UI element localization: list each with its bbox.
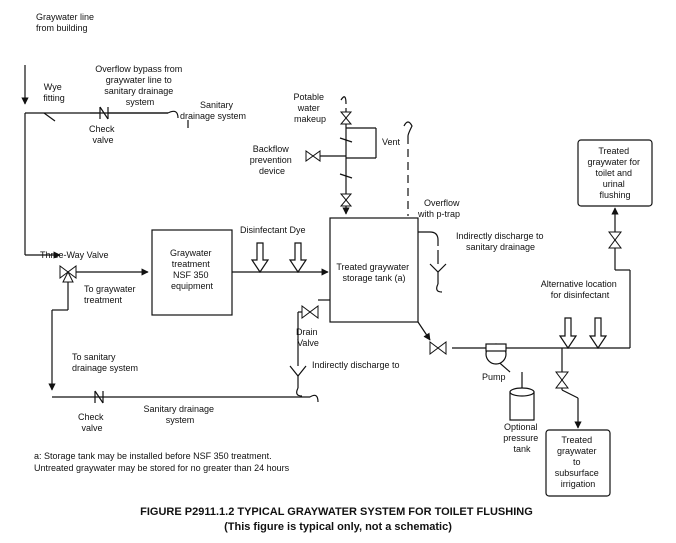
treatment-equipment-box <box>151 229 233 316</box>
label-overflow-bypass: Overflow bypass from graywater line to s… <box>95 64 185 107</box>
toilet-flushing-box <box>577 139 653 207</box>
label-graywater-line: Graywater line from building <box>36 12 97 33</box>
three-way-valve-icon <box>59 265 77 283</box>
valves <box>59 96 622 404</box>
label-vent: Vent <box>382 137 401 147</box>
label-storage-tank: Treated graywater storage tank (a) <box>336 262 411 283</box>
label-backflow: Backflow prevention device <box>250 144 295 176</box>
toilet-valve-icon <box>608 231 622 249</box>
label-alternative-location: Alternative location for disinfectant <box>541 279 620 300</box>
footnote: a: Storage tank may be installed before … <box>34 451 290 473</box>
drain-valve-icon <box>301 305 319 319</box>
label-disinfectant-dye: Disinfectant Dye <box>240 225 306 235</box>
figure-caption: FIGURE P2911.1.2 TYPICAL GRAYWATER SYSTE… <box>140 506 536 533</box>
check-valve-icon <box>99 106 189 128</box>
funnels <box>289 263 447 397</box>
pump-icon <box>485 343 507 365</box>
label-treatment-equipment: Graywater treatment NSF 350 equipment <box>170 248 214 291</box>
label-optional-pressure-tank: Optional pressure tank <box>503 422 541 454</box>
label-indirect-discharge-top: Indirectly discharge to sanitary drainag… <box>456 231 546 252</box>
label-potable-water: Potable water makeup <box>293 92 326 124</box>
pump-valve-icon <box>429 341 447 355</box>
storage-tank-box <box>329 217 419 323</box>
label-check-valve-top: Check valve <box>89 124 117 145</box>
check-valve-bottom-icon <box>94 390 319 404</box>
disinfectant-arrows <box>250 242 608 350</box>
label-sanitary-drainage-bottom: Sanitary drainage system <box>143 404 216 425</box>
gate-valve-icon <box>339 96 353 207</box>
label-pump: Pump <box>482 372 506 382</box>
label-to-graywater-treatment: To graywater treatment <box>84 284 138 305</box>
label-wye-fitting: Wye fitting <box>43 82 65 103</box>
label-overflow-ptrap: Overflow with p-trap <box>417 198 462 219</box>
label-three-way-valve: Three-Way Valve <box>40 250 109 260</box>
labels: Graywater line from building Overflow by… <box>36 12 642 489</box>
label-indirect-discharge-mid: Indirectly discharge to <box>312 360 400 370</box>
label-to-sanitary: To sanitary drainage system <box>72 352 138 373</box>
label-treated-toilet: Treated graywater for toilet and urinal … <box>587 146 642 200</box>
subsurface-irrigation-box <box>545 429 611 497</box>
pipes <box>21 65 631 429</box>
vent-cap-icon <box>403 121 413 137</box>
pressure-tank-icon <box>509 387 535 421</box>
backflow-valve-icon <box>305 150 321 162</box>
label-sanitary-drainage-top: Sanitary drainage system <box>180 100 246 121</box>
label-treated-subsurface: Treated graywater to subsurface irrigati… <box>555 435 602 489</box>
label-check-valve-bottom: Check valve <box>78 412 106 433</box>
irrigation-valve-icon <box>555 371 569 389</box>
label-drain-valve: Drain Valve <box>296 327 320 348</box>
